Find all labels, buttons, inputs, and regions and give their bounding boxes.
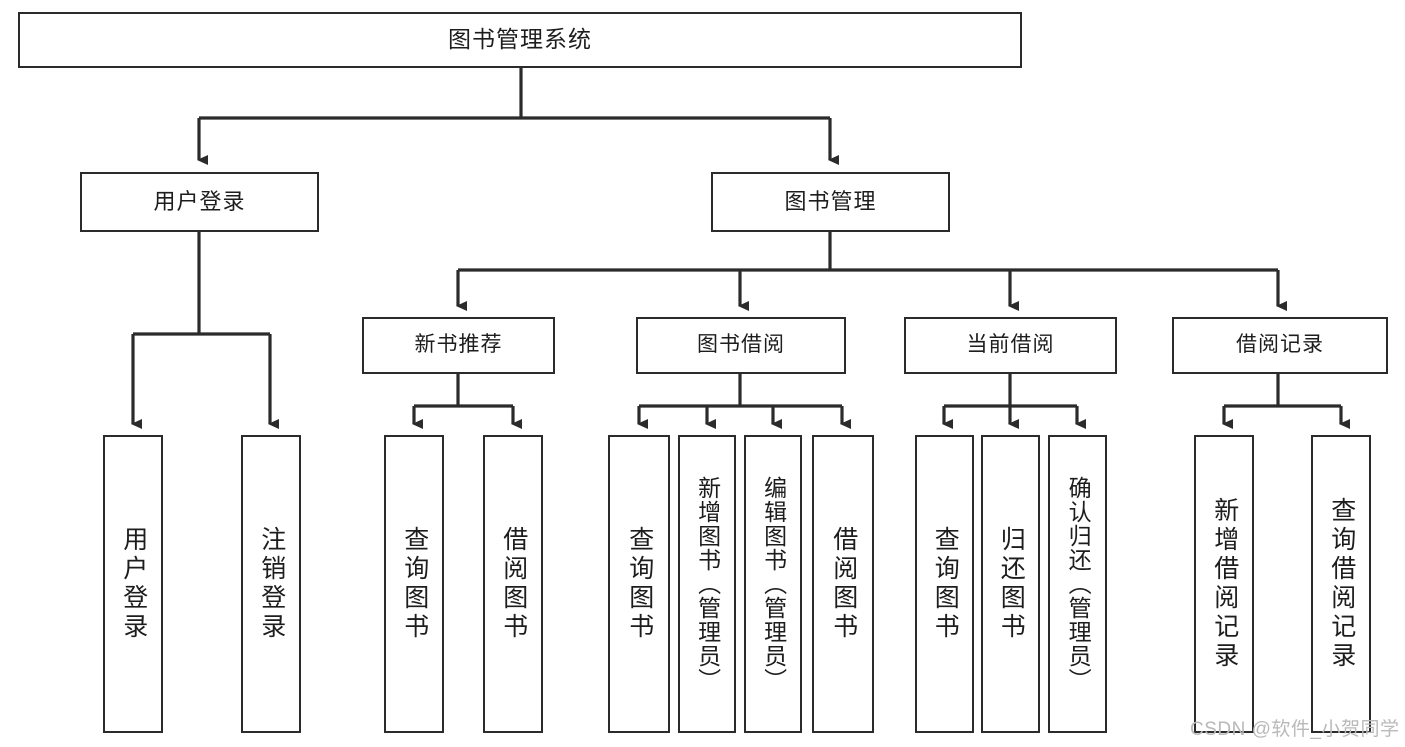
leaf-add-record-label: 新增借阅记录: [1210, 497, 1239, 671]
node-borrow-record[interactable]: 借阅记录: [1172, 317, 1388, 374]
node-book-borrow[interactable]: 图书借阅: [636, 317, 846, 374]
node-book-manage-label: 图书管理: [784, 189, 877, 215]
leaf-user-logout[interactable]: 注销登录: [241, 435, 301, 733]
leaf-query-book-2[interactable]: 查询图书: [608, 435, 670, 733]
leaf-borrow-book-1-label: 借阅图书: [499, 526, 528, 642]
leaf-add-book-label: 新增图书（管理员）: [694, 476, 721, 692]
watermark: CSDN @软件_小贺同学: [1190, 719, 1400, 740]
node-root-label: 图书管理系统: [448, 26, 592, 53]
node-current-borrow-label: 当前借阅: [966, 333, 1055, 357]
node-book-manage[interactable]: 图书管理: [711, 172, 950, 232]
node-new-book-recommend[interactable]: 新书推荐: [362, 317, 555, 374]
leaf-user-logout-label: 注销登录: [257, 526, 286, 642]
leaf-confirm-return-label: 确认归还（管理员）: [1065, 476, 1092, 692]
leaf-edit-book[interactable]: 编辑图书（管理员）: [744, 435, 802, 733]
leaf-borrow-book-2[interactable]: 借阅图书: [812, 435, 874, 733]
leaf-confirm-return[interactable]: 确认归还（管理员）: [1048, 435, 1107, 733]
leaf-borrow-book-2-label: 借阅图书: [829, 526, 858, 642]
leaf-query-book-3[interactable]: 查询图书: [915, 435, 974, 733]
node-user-login-label: 用户登录: [153, 189, 246, 215]
leaf-query-book-3-label: 查询图书: [931, 526, 960, 642]
leaf-borrow-book-1[interactable]: 借阅图书: [483, 435, 543, 733]
node-user-login[interactable]: 用户登录: [80, 172, 319, 232]
leaf-user-login-label: 用户登录: [119, 526, 148, 642]
node-root[interactable]: 图书管理系统: [18, 12, 1022, 68]
leaf-query-book-1[interactable]: 查询图书: [384, 435, 444, 733]
node-new-book-recommend-label: 新书推荐: [414, 333, 503, 357]
node-current-borrow[interactable]: 当前借阅: [904, 317, 1117, 374]
leaf-return-book-label: 归还图书: [997, 526, 1026, 642]
leaf-edit-book-label: 编辑图书（管理员）: [760, 476, 787, 692]
leaf-return-book[interactable]: 归还图书: [981, 435, 1040, 733]
node-book-borrow-label: 图书借阅: [697, 333, 785, 357]
leaf-user-login[interactable]: 用户登录: [103, 435, 163, 733]
leaf-query-book-2-label: 查询图书: [625, 526, 654, 642]
leaf-query-record-label: 查询借阅记录: [1327, 497, 1356, 671]
leaf-query-book-1-label: 查询图书: [400, 526, 429, 642]
leaf-query-record[interactable]: 查询借阅记录: [1311, 435, 1371, 733]
node-borrow-record-label: 借阅记录: [1236, 333, 1324, 357]
leaf-add-book[interactable]: 新增图书（管理员）: [678, 435, 736, 733]
leaf-add-record[interactable]: 新增借阅记录: [1194, 435, 1254, 733]
